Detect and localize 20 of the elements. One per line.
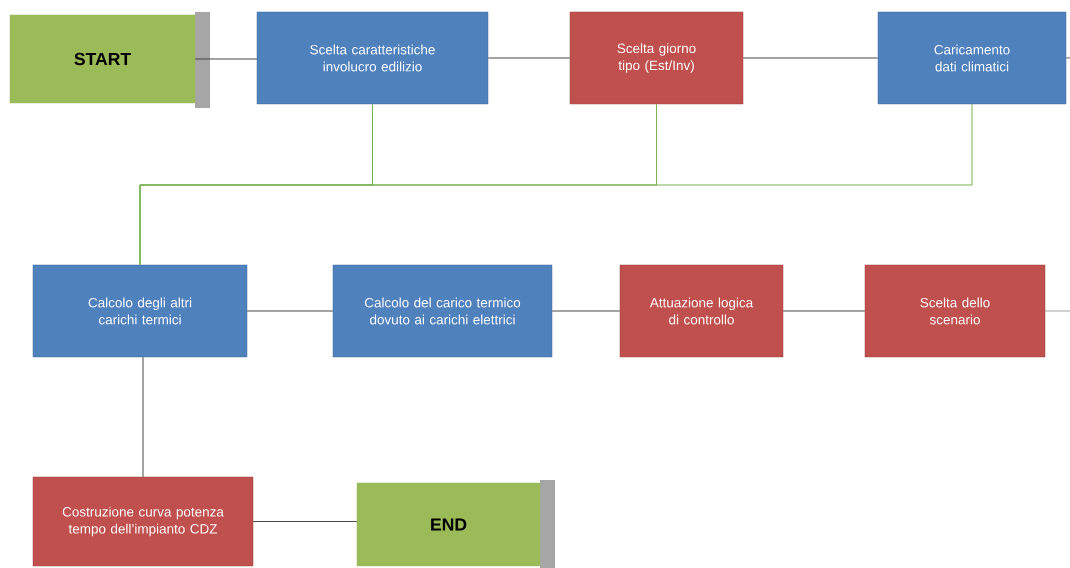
connector-line <box>742 57 879 59</box>
connector-line <box>139 103 973 266</box>
process-box: Costruzione curva potenza tempo dell’impianto CDZ <box>32 476 254 567</box>
connector-line <box>142 356 144 478</box>
process-box: Calcolo degli altri carichi termici <box>32 264 248 358</box>
connector-line <box>194 58 258 60</box>
connector-line <box>782 310 866 312</box>
process-box: Calcolo del carico termico dovuto ai carichi elettrici <box>332 264 553 358</box>
process-box: Scelta caratteristiche involucro edilizio <box>256 11 489 105</box>
connector-line <box>551 310 621 312</box>
process-box: Attuazione logica di controllo <box>619 264 784 358</box>
connector-line <box>252 521 358 522</box>
process-box: Scelta dello scenario <box>864 264 1046 358</box>
terminal-box: START <box>9 12 210 108</box>
connector-line <box>1065 57 1070 59</box>
terminal-box: END <box>356 480 555 568</box>
connector-line <box>487 57 571 59</box>
process-box: Caricamento dati climatici <box>877 11 1067 105</box>
connector-line <box>246 310 334 312</box>
process-box: Scelta giorno tipo (Est/Inv) <box>569 11 744 105</box>
